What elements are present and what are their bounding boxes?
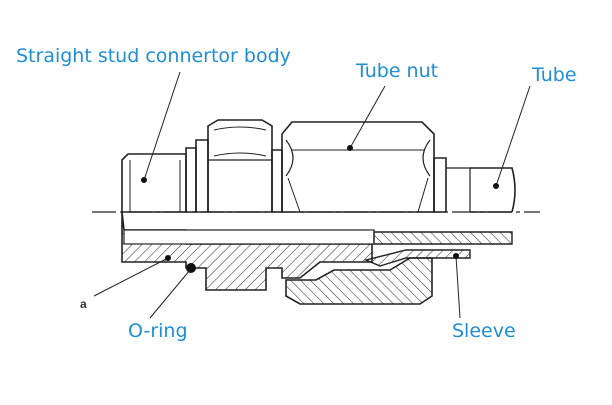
body-hex <box>207 119 273 213</box>
tube-section <box>373 231 513 245</box>
label-tube-nut: Tube nut <box>356 60 439 82</box>
label-o-ring: O-ring <box>128 320 188 342</box>
tube <box>470 167 516 213</box>
leader-dots <box>141 145 499 261</box>
label-sleeve: Sleeve <box>452 320 516 342</box>
o-ring-circle <box>186 263 196 273</box>
label-tube: Tube <box>532 64 577 86</box>
leader-lines <box>93 71 531 319</box>
threaded-stud <box>121 153 187 213</box>
stud-collar <box>185 147 197 213</box>
label-a: a <box>80 297 87 311</box>
label-body: Straight stud connertor body <box>16 45 291 67</box>
connector-exterior <box>121 119 516 213</box>
sleeve-section <box>363 249 471 267</box>
tube-nut <box>281 121 435 213</box>
connector-section <box>121 211 513 305</box>
